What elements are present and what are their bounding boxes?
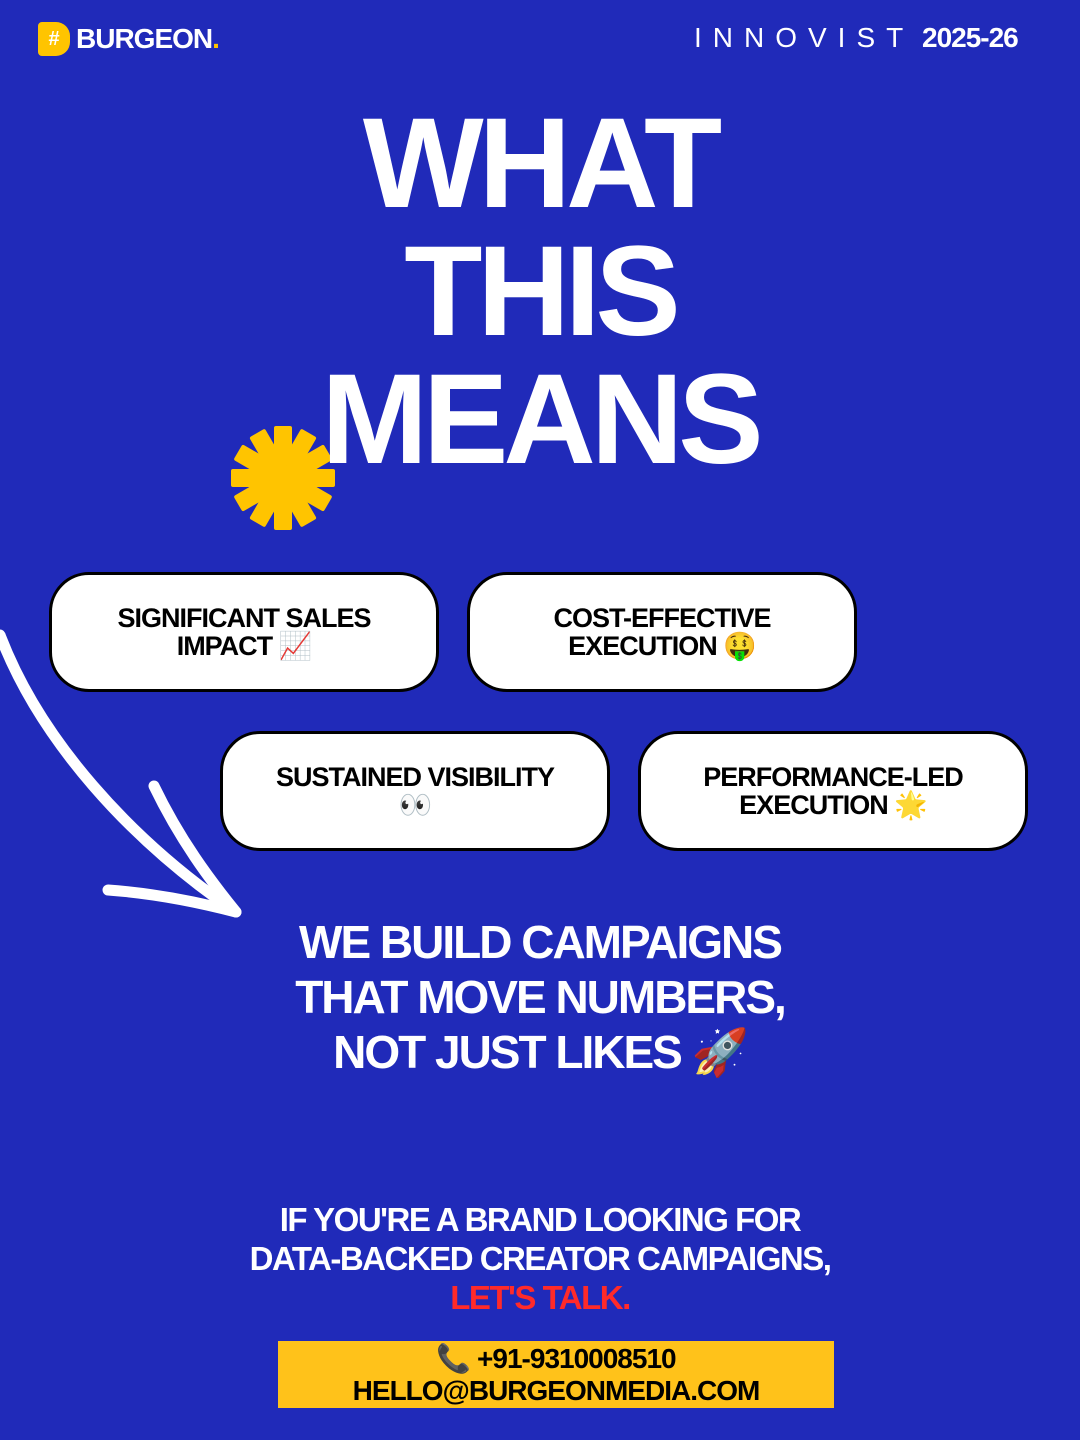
contact-box: 📞 +91-9310008510 HELLO@BURGEONMEDIA.COM bbox=[278, 1341, 834, 1408]
brand-logo: # BURGEON. bbox=[38, 22, 220, 56]
year-label: 2025-26 bbox=[922, 22, 1019, 53]
email-address[interactable]: HELLO@BURGEONMEDIA.COM bbox=[352, 1375, 761, 1406]
phone-number[interactable]: +91-9310008510 bbox=[477, 1343, 677, 1374]
partner-logo: INNOVIST bbox=[694, 22, 915, 53]
starburst-icon bbox=[231, 426, 335, 530]
benefit-pill-visibility: SUSTAINED VISIBILITY👀 bbox=[220, 731, 610, 851]
cta-highlight: LET'S TALK. bbox=[450, 1279, 631, 1316]
logo-text: BURGEON. bbox=[76, 23, 220, 54]
curved-arrow-icon bbox=[0, 629, 242, 918]
phone-icon: 📞 bbox=[436, 1343, 471, 1374]
logo-mark-icon: # bbox=[38, 22, 70, 56]
